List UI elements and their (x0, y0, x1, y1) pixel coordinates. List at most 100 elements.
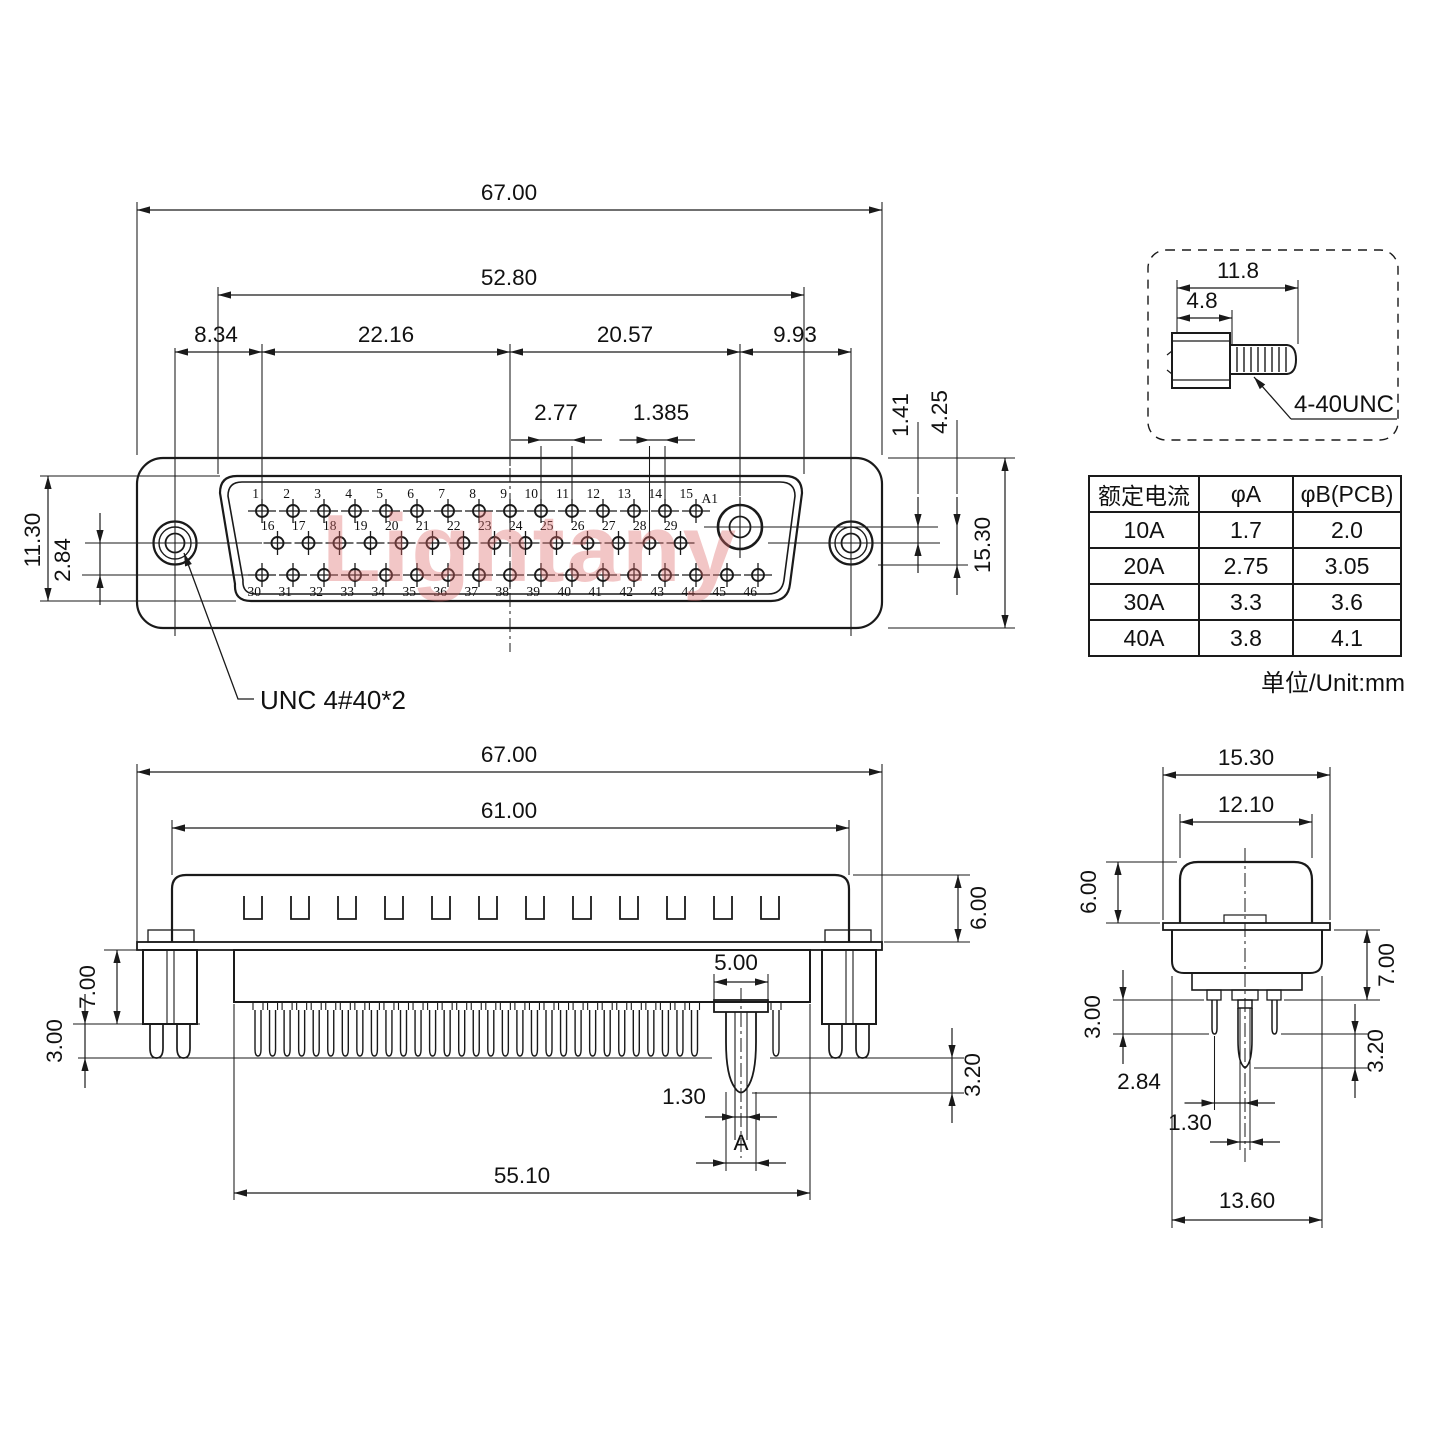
dim-top-shell-width: 52.80 (218, 265, 804, 299)
solder-pin (297, 1010, 306, 1057)
flange-plate (1162, 922, 1331, 931)
arrowhead (497, 348, 510, 356)
body-block (1171, 930, 1323, 974)
arrowhead (869, 206, 882, 214)
solder-pin (516, 1010, 524, 1057)
table-cell: 30A (1088, 583, 1200, 621)
pin-root (543, 1002, 555, 1010)
solder-pin (268, 1010, 277, 1057)
dim-front-pin-diameter: A (696, 1130, 786, 1167)
shell-notches (243, 896, 780, 920)
pin-marker (294, 531, 323, 555)
solder-pin (588, 1010, 597, 1057)
pin-number: 41 (589, 584, 603, 599)
pin-marker (713, 563, 741, 587)
dim-side-big-pin-extension-label: 3.20 (1363, 1029, 1388, 1073)
dim-top-a1-to-hole: 9.93 (740, 322, 851, 356)
arrowhead (1363, 987, 1371, 1000)
dim-front-flange-to-boss-label: 7.00 (75, 965, 100, 1009)
arrowhead (572, 436, 585, 444)
dim-front-big-pin-extension: 3.20 (948, 1028, 985, 1123)
dim-side-shell-width: 12.10 (1180, 792, 1312, 826)
arrowhead (713, 1159, 726, 1167)
front-view (136, 873, 883, 1158)
arrowhead (836, 824, 849, 832)
solder-pin (501, 1010, 510, 1057)
pin-number: 29 (664, 518, 678, 533)
screw-shaft (1229, 344, 1298, 375)
pin-number: 39 (527, 584, 541, 599)
dim-front-body-width: 61.00 (172, 798, 849, 832)
pin-marker (682, 563, 710, 587)
pin-marker (651, 563, 679, 587)
dim-top-pin-to-a1: 20.57 (510, 322, 740, 356)
arrowhead (1351, 1068, 1359, 1081)
pin-root (645, 1002, 657, 1010)
pin-marker (310, 499, 338, 523)
arrowhead (1299, 818, 1312, 826)
shell-notch (619, 896, 639, 920)
pin-root (688, 1002, 701, 1010)
pin-root (485, 1002, 497, 1010)
thread-note: UNC 4#40*2 (260, 685, 406, 715)
pin-root (558, 1002, 570, 1010)
table-cell: 40A (1088, 619, 1200, 657)
pin-marker (325, 531, 354, 555)
solder-pin (356, 1010, 364, 1057)
arrowhead (1285, 284, 1298, 292)
table-cell: 20A (1088, 547, 1200, 585)
arrowhead (510, 348, 523, 356)
solder-pin (661, 1010, 670, 1057)
pin-root (441, 1002, 453, 1010)
shell-profile (170, 873, 851, 942)
pin-marker (558, 563, 586, 587)
screw-boss-right (821, 949, 877, 1025)
standoff-cap-left (147, 929, 195, 943)
pin-marker (372, 499, 400, 523)
pin-root (659, 1002, 671, 1010)
dim-side-shell-width-label: 12.10 (1218, 792, 1274, 817)
dim-side-flange-width-label: 15.30 (1218, 745, 1274, 770)
pin-root (616, 1002, 628, 1010)
pin-marker (403, 499, 431, 523)
arrowhead (1001, 458, 1009, 471)
pin-marker (341, 499, 369, 523)
arrowhead (948, 1045, 956, 1058)
dim-top-hole-to-pin: 8.34 (175, 322, 262, 356)
arrowhead (740, 348, 753, 356)
arrowhead (96, 575, 104, 588)
dim-top-shell-height: 11.30 (20, 476, 52, 601)
arrowhead (249, 348, 262, 356)
shell-notch (290, 896, 310, 920)
arrowhead (137, 206, 150, 214)
solder-pin (530, 1010, 539, 1057)
dim-front-insulator-width: 55.10 (234, 1163, 810, 1197)
pin-root (383, 1002, 395, 1010)
arrowhead (1254, 377, 1266, 390)
arrowhead (1219, 314, 1232, 322)
pin-marker (620, 499, 648, 523)
arrowhead (665, 436, 678, 444)
pin-number: 31 (279, 584, 293, 599)
arrowhead (1001, 615, 1009, 628)
pin-number: 12 (587, 486, 601, 501)
arrowhead (755, 978, 768, 986)
standoff-cap-right (824, 929, 872, 943)
unc-leader-line (183, 552, 254, 700)
table-cell: 2.75 (1198, 547, 1294, 585)
pin-marker (279, 499, 307, 523)
dim-top-hole-to-pin-label: 8.34 (194, 322, 238, 347)
dim-side-flange-to-shoulder: 7.00 (1363, 930, 1399, 1000)
arrowhead (81, 1011, 89, 1024)
dim-front-shell-height-label: 6.00 (966, 886, 991, 930)
solder-pin (443, 1010, 451, 1057)
side-view (1162, 848, 1331, 1165)
arrowhead (954, 929, 962, 942)
pin-root (456, 1002, 468, 1010)
dim-side-big-pin-extension: 3.20 (1351, 1004, 1388, 1098)
pin-marker (558, 499, 586, 523)
dim-front-overall-width-label: 67.00 (481, 742, 537, 767)
